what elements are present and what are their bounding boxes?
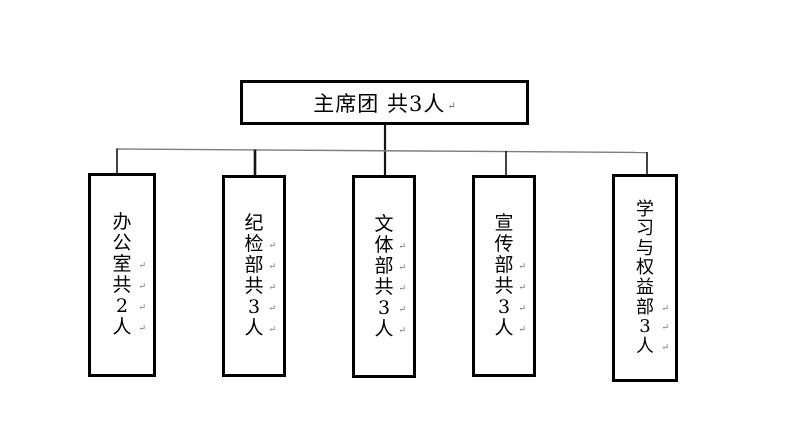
return-mark-icon: ↵ (661, 303, 669, 314)
department-char: 权 (636, 257, 654, 279)
department-char: 学 (636, 198, 654, 220)
return-mark-icon: ↵ (398, 283, 406, 294)
department-char: 人↵ (374, 317, 406, 340)
department-char: 共↵ (494, 275, 526, 297)
dept-box-office[interactable]: 办公室↵共↵2↵人↵ (88, 173, 156, 377)
department-char: 益 (636, 277, 654, 298)
department-char: 人↵ (636, 335, 669, 357)
return-mark-icon: ↵ (138, 303, 146, 313)
department-char: 人↵ (494, 317, 526, 339)
department-char: 宣 (494, 212, 514, 234)
return-mark-icon: ↵ (518, 304, 526, 314)
dept-box-discipline-inspection-text: 纪检↵部↵共↵3↵人↵ (225, 213, 283, 339)
return-mark-icon: ↵ (518, 262, 526, 272)
department-char: 公 (112, 232, 132, 254)
root-box-presidium[interactable]: 主席团 共3人↵ (240, 80, 529, 125)
department-char: 部↵ (636, 296, 669, 318)
dept-box-discipline-inspection[interactable]: 纪检↵部↵共↵3↵人↵ (222, 175, 286, 377)
return-mark-icon: ↵ (518, 325, 526, 335)
department-char: 习 (636, 218, 654, 240)
department-char: 部↵ (244, 254, 276, 276)
connector-rail (116, 148, 648, 154)
dept-box-study-rights-text: 学习与权益部↵3↵人↵ (615, 198, 675, 357)
root-box-label: 主席团 共3人 (313, 91, 446, 116)
department-char: 检↵ (244, 233, 276, 255)
return-mark-icon: ↵ (398, 304, 406, 315)
dept-box-study-rights[interactable]: 学习与权益部↵3↵人↵ (612, 174, 678, 382)
department-char: 部↵ (494, 254, 526, 276)
department-char: 人↵ (244, 317, 276, 339)
department-char: 传 (494, 233, 514, 255)
return-mark-icon: ↵ (268, 325, 276, 335)
dept-box-publicity-text: 宣传部↵共↵3↵人↵ (475, 213, 533, 339)
return-mark-icon: ↵ (268, 241, 276, 251)
department-char: 部↵ (374, 254, 406, 277)
return-mark-icon: ↵ (268, 304, 276, 314)
return-mark-icon: ↵ (138, 324, 146, 334)
return-mark-icon: ↵ (518, 283, 526, 293)
department-char: 3↵ (247, 296, 276, 318)
department-char: 3↵ (639, 316, 669, 338)
return-mark-icon: ↵ (138, 282, 146, 292)
dept-box-office-text: 办公室↵共↵2↵人↵ (91, 212, 153, 338)
return-mark-icon: ↵ (398, 262, 406, 273)
return-mark-icon: ↵ (398, 325, 406, 336)
return-mark-icon: ↵ (661, 342, 669, 353)
return-mark-icon: ↵ (447, 101, 456, 112)
return-mark-icon: ↵ (138, 261, 146, 271)
department-char: 3↵ (377, 296, 406, 319)
department-char: 办 (112, 211, 132, 233)
department-char: 2↵ (115, 295, 146, 317)
department-char: 室↵ (112, 253, 146, 275)
department-char: 共↵ (244, 275, 276, 297)
return-mark-icon: ↵ (398, 241, 406, 252)
department-char: 与 (636, 237, 654, 259)
return-mark-icon: ↵ (268, 283, 276, 293)
department-char: 体↵ (374, 233, 406, 256)
dept-box-culture-sports[interactable]: 文体↵部↵共↵3↵人↵ (352, 175, 416, 378)
department-char: 文 (374, 212, 394, 235)
dept-box-publicity[interactable]: 宣传部↵共↵3↵人↵ (472, 175, 536, 377)
department-char: 共↵ (112, 274, 146, 296)
dept-box-culture-sports-text: 文体↵部↵共↵3↵人↵ (355, 212, 413, 340)
return-mark-icon: ↵ (661, 323, 669, 334)
department-char: 人↵ (112, 316, 146, 338)
department-char: 共↵ (374, 275, 406, 298)
return-mark-icon: ↵ (268, 262, 276, 272)
department-char: 3↵ (497, 296, 526, 318)
department-char: 纪 (244, 212, 264, 234)
